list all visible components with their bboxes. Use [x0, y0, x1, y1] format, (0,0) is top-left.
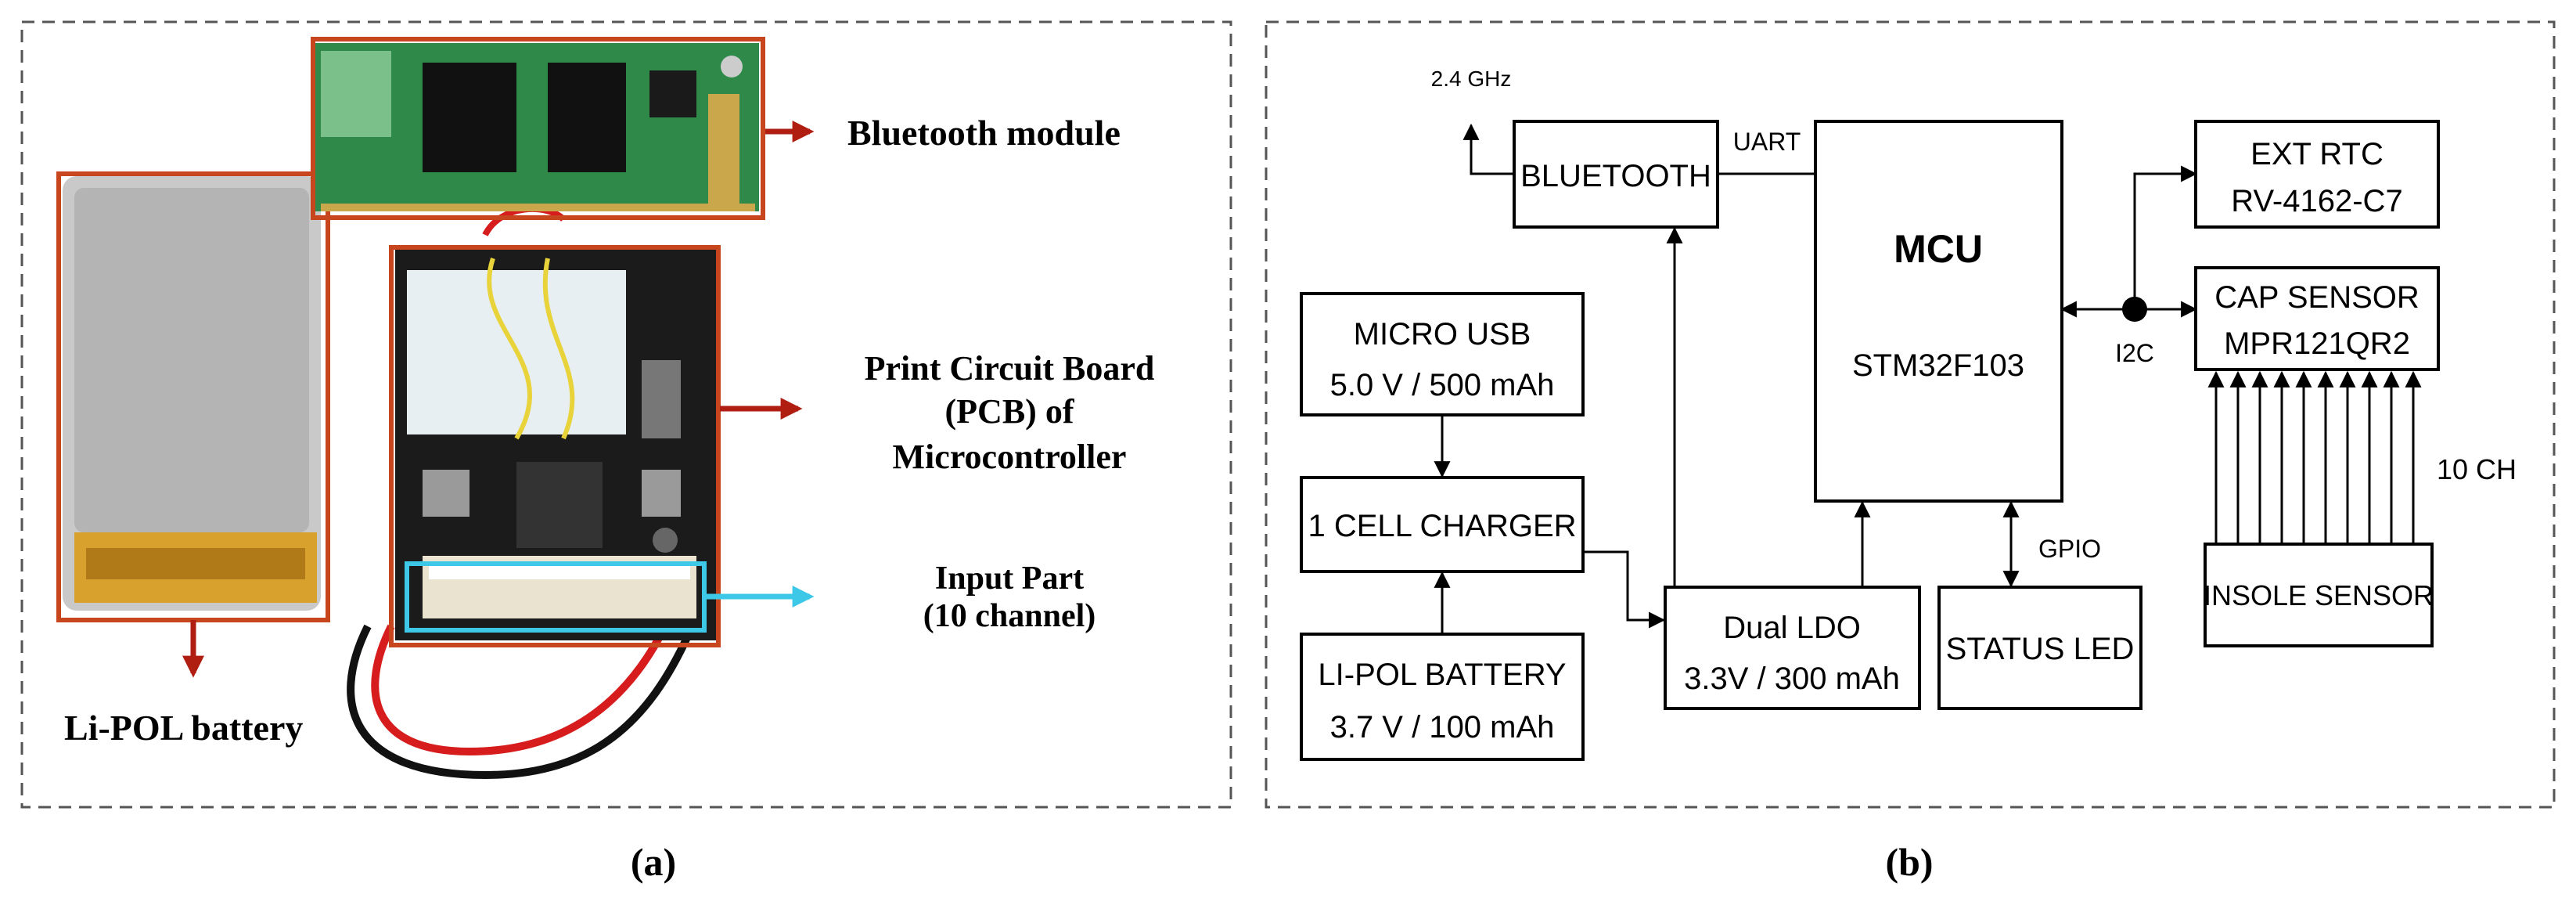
lipol-battery-photo [63, 176, 321, 611]
block-cap-sensor-line1: CAP SENSOR [2214, 280, 2419, 315]
block-dual-ldo: Dual LDO 3.3V / 300 mAh [1664, 586, 1921, 710]
pcb-highlight-box [389, 245, 721, 647]
label-battery: Li-POL battery [64, 708, 303, 748]
block-dual-ldo-line1: Dual LDO [1723, 611, 1861, 645]
block-ext-rtc-line1: EXT RTC [2250, 137, 2384, 171]
label-uart: UART [1733, 128, 1801, 156]
sensor-channel-arrows [2207, 370, 2422, 544]
label-antenna-freq: 2.4 GHz [1431, 67, 1512, 91]
input-part-highlight-box [405, 561, 707, 633]
block-charger: 1 CELL CHARGER [1300, 476, 1585, 573]
label-pcb-line1: Print Circuit Board [865, 349, 1155, 388]
caption-a: (a) [631, 840, 676, 884]
block-ext-rtc-line2: RV-4162-C7 [2231, 184, 2402, 218]
block-micro-usb: MICRO USB 5.0 V / 500 mAh [1300, 292, 1585, 416]
label-input-line2: (10 channel) [923, 598, 1096, 634]
block-cap-sensor: CAP SENSOR MPR121QR2 [2194, 266, 2440, 371]
block-battery-line1: LI-POL BATTERY [1318, 658, 1566, 692]
charger-to-ldo-arrow [1583, 550, 1666, 629]
label-pcb-line3: Microcontroller [893, 438, 1127, 476]
antenna-line [1462, 123, 1514, 175]
block-battery: LI-POL BATTERY 3.7 V / 100 mAh [1300, 633, 1585, 761]
bluetooth-highlight-box [311, 37, 765, 220]
bluetooth-module-photo [313, 43, 759, 211]
block-charger-label: 1 CELL CHARGER [1308, 509, 1576, 543]
panel-b-frame [1265, 20, 2556, 809]
label-pcb-line2: (PCB) of [945, 392, 1075, 431]
label-bluetooth-module: Bluetooth module [847, 113, 1121, 153]
block-ext-rtc: EXT RTC RV-4162-C7 [2194, 120, 2440, 229]
pcb-photo [395, 249, 716, 640]
block-bluetooth-label: BLUETOOTH [1520, 159, 1711, 193]
block-battery-line2: 3.7 V / 100 mAh [1330, 710, 1555, 745]
label-channels: 10 CH [2437, 453, 2517, 485]
block-cap-sensor-line2: MPR121QR2 [2224, 326, 2410, 361]
i2c-rtc-branch [2133, 165, 2198, 309]
block-bluetooth: BLUETOOTH [1513, 120, 1719, 229]
caption-b: (b) [1885, 840, 1933, 884]
block-mcu: MCU STM32F103 [1814, 120, 2063, 503]
block-micro-usb-line2: 5.0 V / 500 mAh [1330, 368, 1555, 402]
label-i2c: I2C [2115, 339, 2154, 367]
block-mcu-title: MCU [1894, 227, 1983, 271]
block-insole-sensor-label: INSOLE SENSOR [2204, 579, 2434, 611]
block-micro-usb-line1: MICRO USB [1354, 317, 1531, 352]
block-status-led: STATUS LED [1937, 586, 2142, 710]
block-mcu-chip: STM32F103 [1852, 348, 2024, 383]
block-status-led-label: STATUS LED [1946, 632, 2135, 666]
label-gpio: GPIO [2038, 535, 2101, 563]
block-insole-sensor: INSOLE SENSOR [2204, 543, 2434, 647]
label-input-line1: Input Part [935, 561, 1084, 597]
block-dual-ldo-line2: 3.3V / 300 mAh [1684, 662, 1900, 696]
